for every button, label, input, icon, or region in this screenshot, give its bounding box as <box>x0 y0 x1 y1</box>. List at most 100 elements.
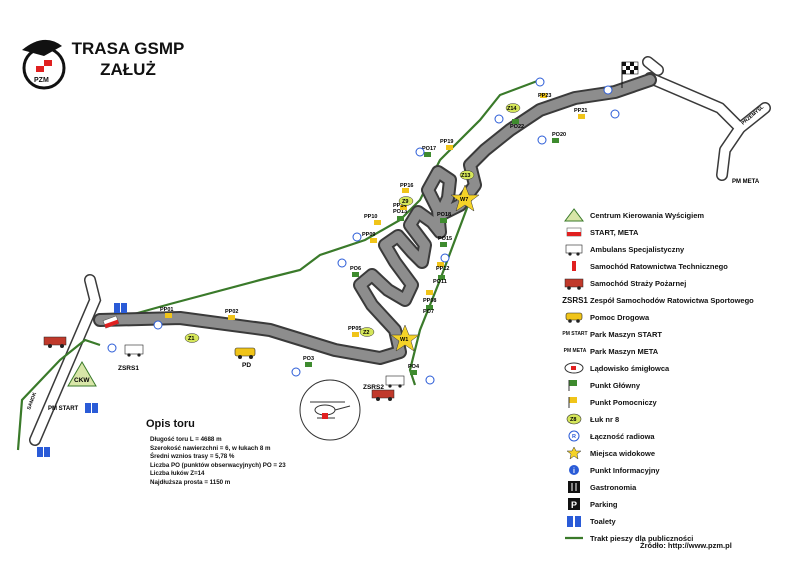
svg-text:PO20: PO20 <box>552 132 566 138</box>
legend-label: Parking <box>590 499 618 509</box>
aux-point-flag-icon <box>560 394 588 410</box>
label-pd: PD <box>242 362 251 369</box>
ambulance-icon <box>560 241 588 257</box>
legend-label: Punkt Informacyjny <box>590 465 660 475</box>
flag-po11: PO11 <box>433 275 447 285</box>
svg-text:Z1: Z1 <box>188 336 194 342</box>
legend-label: Park Maszyn START <box>590 329 662 339</box>
flag-pp21: PP21 <box>574 108 587 119</box>
flag-po15: PO15 <box>438 236 452 247</box>
legend-label: Zespół Samochodów Ratowictwa Sportowego <box>590 295 754 305</box>
radio-icon: R <box>560 428 588 444</box>
legend-row: i Punkt Informacyjny <box>560 462 660 478</box>
viewpoints: W1 W7 <box>390 184 480 352</box>
svg-text:PO18: PO18 <box>437 212 451 218</box>
svg-text:R: R <box>572 434 576 440</box>
legend-row: Ambulans Specjalistyczny <box>560 241 684 257</box>
pm-start-icon: PM START <box>562 331 588 337</box>
helipad-icon <box>299 379 361 441</box>
legend-row: ZSRS1 Zespół Samochodów Ratowictwa Sport… <box>560 292 754 308</box>
svg-text:PO4: PO4 <box>408 364 420 370</box>
flag-po3: PO3 <box>303 356 314 367</box>
legend-label: Łączność radiowa <box>590 431 655 441</box>
legend-row: Miejsca widokowe <box>560 445 655 461</box>
flag-pp01: PP01 <box>160 307 173 318</box>
legend-label: Trakt pieszy dla publiczności <box>590 533 694 543</box>
main-point-flag-icon <box>560 377 588 393</box>
radio-markers <box>107 77 620 385</box>
tow-truck-icon <box>560 309 588 325</box>
legend-row: Lądowisko śmigłowca <box>560 360 669 376</box>
pm-meta-icon: PM META <box>563 348 587 354</box>
gastronomy-icon <box>560 479 588 495</box>
helipad-icon <box>560 360 588 376</box>
turn-badges: Z1 Z2 Z9 Z13 Z14 <box>184 103 521 343</box>
flag-pp19: PP19 <box>440 139 453 150</box>
flag-po7: PO7 <box>423 305 434 315</box>
label-zsrs1: ZSRS1 <box>118 365 139 372</box>
svg-text:PO7: PO7 <box>423 309 434 315</box>
start-flag-icon <box>102 315 120 329</box>
toilets-icon <box>560 513 588 529</box>
svg-text:PO15: PO15 <box>438 236 452 242</box>
legend-label: Ambulans Specjalistyczny <box>590 244 685 254</box>
flag-pp05: PP05 <box>348 326 361 337</box>
toilets-icon <box>37 303 127 457</box>
legend-label: Punkt Główny <box>590 380 641 390</box>
flag-pp12: PP12 <box>436 262 449 272</box>
svg-text:P: P <box>571 500 577 510</box>
track-description: Opis toru Długość toru L = 4688 m Szerok… <box>146 418 320 487</box>
svg-text:PO11: PO11 <box>433 279 447 285</box>
turn-badge-icon: Z8 <box>560 411 588 427</box>
legend-row: PM META Park Maszyn META <box>560 343 659 359</box>
legend-row: Toalety <box>560 513 616 529</box>
viewpoint-star-icon <box>560 445 588 461</box>
svg-text:PP10: PP10 <box>364 214 377 220</box>
flag-po13: PO13 <box>393 209 407 221</box>
svg-text:i: i <box>573 468 575 475</box>
legend-label: Centrum Kierowania Wyścigiem <box>590 210 705 220</box>
flag-pp02: PP02 <box>225 309 238 320</box>
flag-po20: PO20 <box>552 132 566 143</box>
svg-text:PP01: PP01 <box>160 307 173 313</box>
fire-truck-icon-2 <box>371 389 395 401</box>
svg-text:PP09: PP09 <box>362 232 375 238</box>
legend-label: Łuk nr 8 <box>590 414 620 424</box>
info-line: Długość toru L = 4688 m <box>150 436 222 443</box>
legend-label: Toalety <box>590 516 616 526</box>
label-zsrs2: ZSRS2 <box>363 384 384 391</box>
legend-row: Gastronomia <box>560 479 636 495</box>
viewpoint-w7: W7 <box>450 184 480 212</box>
flag-pp08: PP08 <box>423 290 436 304</box>
legend-label: Samochód Straży Pożarnej <box>590 278 687 288</box>
legend-label: Punkt Pomocniczy <box>590 397 657 407</box>
start-flag-icon <box>560 224 588 240</box>
flag-po6: PO6 <box>350 266 361 277</box>
svg-text:PO6: PO6 <box>350 266 361 272</box>
legend-label: START, META <box>590 227 639 237</box>
legend-row: Trakt pieszy dla publiczności <box>560 530 693 546</box>
turn-badge-z1: Z1 <box>184 333 200 343</box>
flag-po17: PO17 <box>422 146 436 157</box>
svg-text:PP23: PP23 <box>538 93 551 99</box>
turn-badge-z13: Z13 <box>459 170 475 180</box>
svg-text:PP14: PP14 <box>393 203 407 209</box>
ambulance-icon-2 <box>385 375 405 388</box>
info-line: Najdłuższa prosta = 1150 m <box>150 478 231 486</box>
svg-text:PP08: PP08 <box>423 298 436 304</box>
label-sanok: SANOK <box>26 391 38 410</box>
legend-row: Pomoc Drogowa <box>560 309 649 325</box>
svg-text:PP19: PP19 <box>440 139 453 145</box>
svg-text:PP05: PP05 <box>348 326 361 332</box>
flag-po18: PO18 <box>437 212 451 223</box>
legend-row: PM START Park Maszyn START <box>560 326 662 342</box>
label-pm-start: PM START <box>48 406 79 412</box>
turn-badge-z9: Z9 <box>398 196 414 206</box>
svg-text:PP12: PP12 <box>436 266 449 272</box>
flag-pp16: PP16 <box>400 183 413 193</box>
legend-label: Park Maszyn META <box>590 346 659 356</box>
svg-text:PO13: PO13 <box>393 209 407 215</box>
track-description-title: Opis toru <box>146 418 195 430</box>
legend-row: Samochód Straży Pożarnej <box>560 275 686 291</box>
